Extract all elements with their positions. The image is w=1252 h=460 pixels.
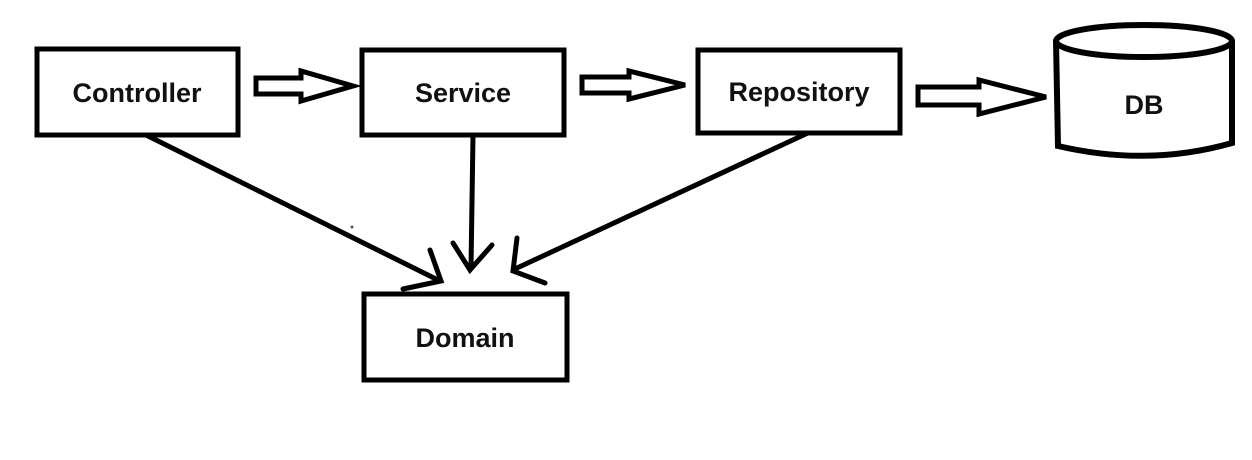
arrow-repository-to-domain-line <box>514 129 813 271</box>
node-db: DB <box>1053 22 1235 159</box>
arrow-controller-to-domain-line <box>143 132 443 284</box>
block-arrow-service-repository <box>579 67 686 103</box>
domain-label: Domain <box>415 323 514 353</box>
block-arrow-controller-service <box>253 67 363 105</box>
controller-label: Controller <box>72 78 201 108</box>
arrow-service-to-domain <box>450 132 495 275</box>
repository-box <box>695 47 903 136</box>
arrow-controller-to-domain <box>143 132 445 292</box>
domain-box <box>361 291 570 383</box>
arrow-repository-to-domain <box>510 129 813 286</box>
repository-label: Repository <box>728 77 869 107</box>
db-cylinder-top <box>1053 22 1235 60</box>
node-controller: Controller <box>34 46 241 138</box>
arrow-repository-to-domain-head <box>510 235 548 286</box>
block-arrow-repository-db <box>915 76 1047 118</box>
controller-box <box>34 46 241 138</box>
node-domain: Domain <box>361 291 570 383</box>
node-repository: Repository <box>695 47 903 136</box>
db-cylinder-body <box>1053 40 1235 159</box>
node-service: Service <box>359 47 567 138</box>
service-box <box>359 47 567 138</box>
arrow-service-to-domain-head <box>450 240 495 275</box>
arrow-controller-to-domain-head <box>400 247 445 292</box>
db-label: DB <box>1125 90 1164 120</box>
service-label: Service <box>415 78 511 108</box>
arrow-service-to-domain-line <box>468 132 476 271</box>
stray-dot <box>350 225 354 229</box>
